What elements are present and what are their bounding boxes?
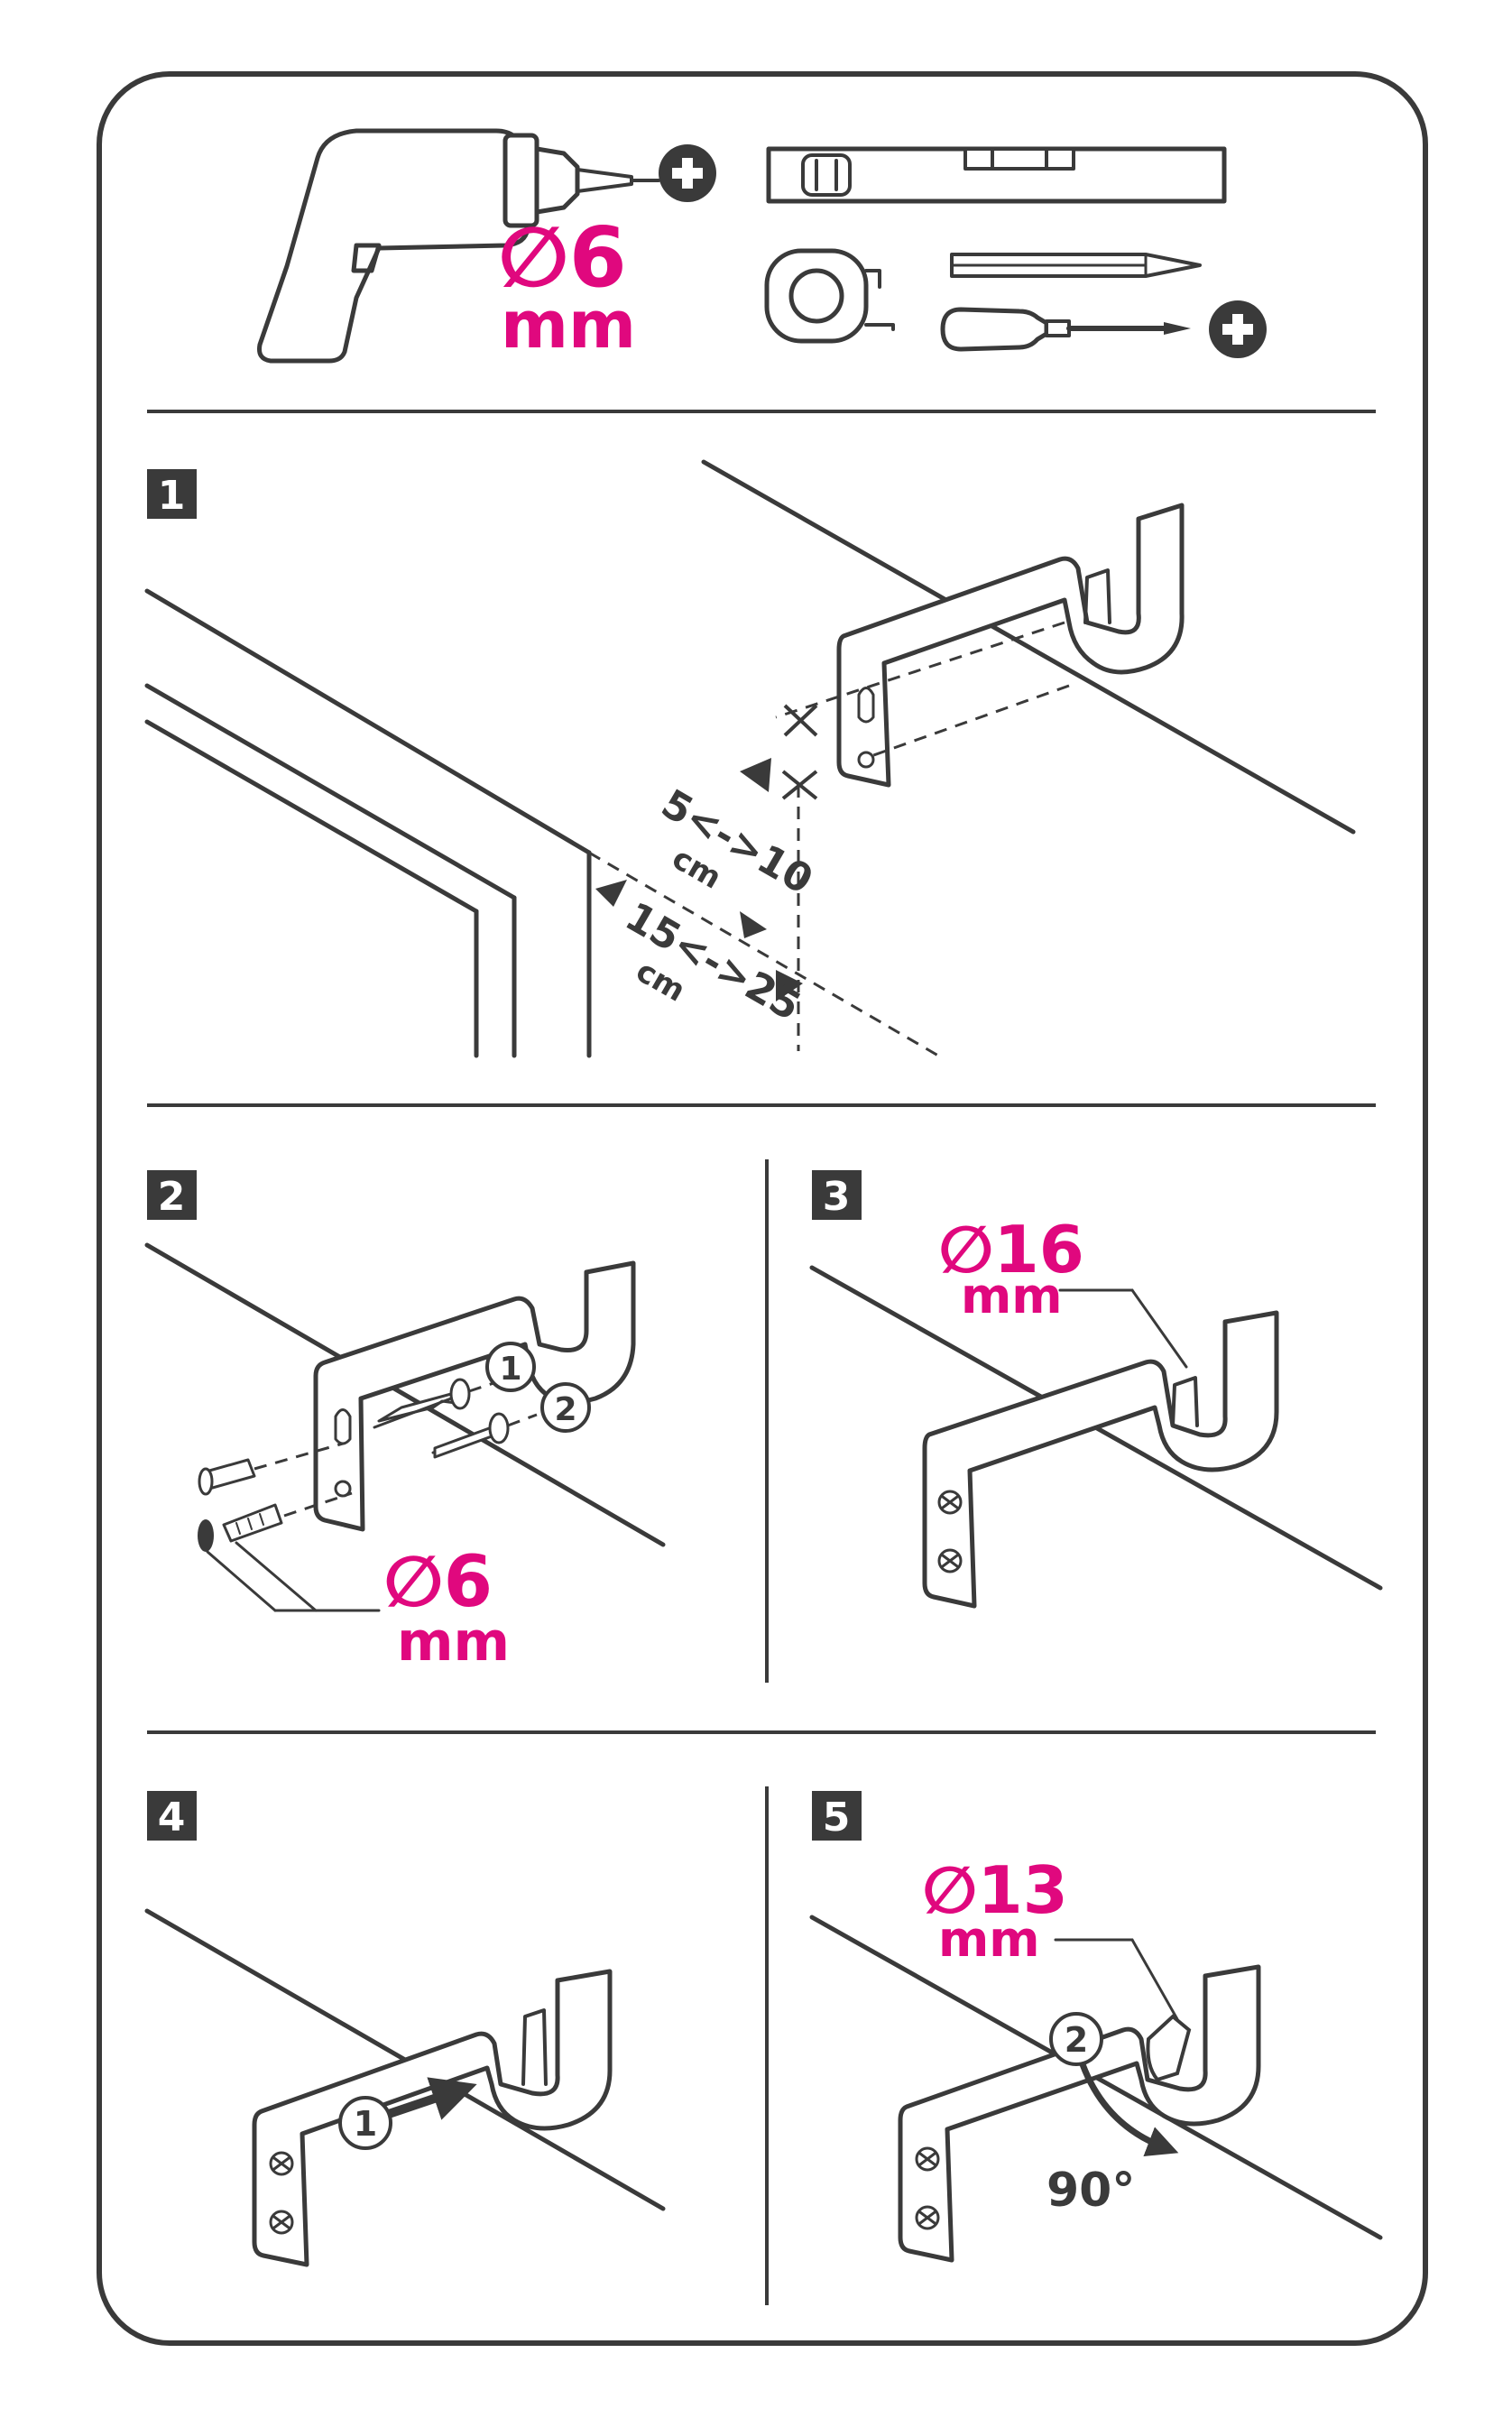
step-number: 5 xyxy=(823,1795,851,1841)
step-badge: 3 xyxy=(812,1170,862,1220)
slide-arrow xyxy=(382,2077,477,2120)
phillips-bit-icon xyxy=(1209,300,1267,358)
wall-outline xyxy=(144,459,1356,1058)
insertion-guides xyxy=(254,1380,538,1518)
spirit-level-icon xyxy=(766,146,1227,204)
step-badge: 4 xyxy=(147,1791,197,1841)
curtain-bracket xyxy=(898,1964,1261,2263)
sheet-frame xyxy=(97,71,1428,2346)
svg-text:2: 2 xyxy=(1065,2020,1088,2060)
drill-diameter-label: ∅6 xyxy=(498,209,627,306)
drill-unit-label: mm xyxy=(501,287,636,363)
step-2: 2 xyxy=(144,1170,666,1674)
tape-measure-icon xyxy=(764,248,895,344)
unit-label: mm xyxy=(397,1610,510,1674)
unit-label: mm xyxy=(961,1268,1063,1324)
screw-icon xyxy=(373,1378,471,1429)
step-number: 1 xyxy=(158,473,186,519)
step-5: 5 2 ∅13 mm 90° xyxy=(809,1791,1383,2263)
wall-plug-icon xyxy=(198,1503,283,1552)
callout-2: 2 xyxy=(540,1382,591,1433)
phillips-screwdriver-icon xyxy=(940,307,1191,352)
callout-1: 1 xyxy=(485,1342,536,1392)
pencil-icon xyxy=(950,253,1202,278)
callout-1: 1 xyxy=(338,2096,392,2150)
rotating-screw-icon xyxy=(1146,2014,1192,2082)
drill-marks xyxy=(781,704,818,800)
section-dividers xyxy=(147,410,1376,2305)
step-number: 4 xyxy=(158,1795,186,1841)
step-badge: 1 xyxy=(147,469,197,519)
leader-line xyxy=(1058,1288,1188,1369)
screw-icon xyxy=(431,1412,510,1459)
svg-text:2: 2 xyxy=(554,1391,576,1428)
curtain-bracket xyxy=(922,1310,1279,1609)
step-number: 3 xyxy=(823,1174,851,1220)
phillips-bit-icon xyxy=(659,144,716,202)
tools-section: ∅6 mm xyxy=(257,128,1267,364)
measurement-guides xyxy=(588,621,1070,1057)
step-number: 2 xyxy=(158,1174,186,1220)
diameter-label: ∅13 xyxy=(922,1852,1068,1928)
dimension-arrows xyxy=(595,758,803,1001)
unit-label: mm xyxy=(938,1911,1040,1968)
step-badge: 5 xyxy=(812,1791,862,1841)
step-3: 3 ∅16 mm xyxy=(809,1170,1383,1609)
step-badge: 2 xyxy=(147,1170,197,1220)
wall-plug-icon xyxy=(198,1458,256,1496)
svg-text:1: 1 xyxy=(354,2104,377,2144)
diameter-label: ∅16 xyxy=(938,1212,1084,1287)
diameter-label: ∅6 xyxy=(383,1542,493,1623)
step-1: 1 xyxy=(144,459,1356,1058)
svg-text:5<->10: 5<->10 xyxy=(654,780,821,903)
rotation-arrow xyxy=(1079,2062,1179,2157)
callout-2: 2 xyxy=(1049,2012,1103,2066)
step-4: 4 1 xyxy=(144,1791,666,2267)
curtain-bracket xyxy=(252,1969,613,2267)
leader-line xyxy=(1054,1938,1179,2021)
svg-text:1: 1 xyxy=(499,1351,521,1388)
leader-line xyxy=(206,1541,381,1612)
window-frame xyxy=(144,683,517,1058)
curtain-bracket xyxy=(836,503,1185,788)
wall-line xyxy=(144,1242,666,1547)
angle-label: 90° xyxy=(1046,2164,1135,2218)
drill-icon xyxy=(257,128,660,364)
